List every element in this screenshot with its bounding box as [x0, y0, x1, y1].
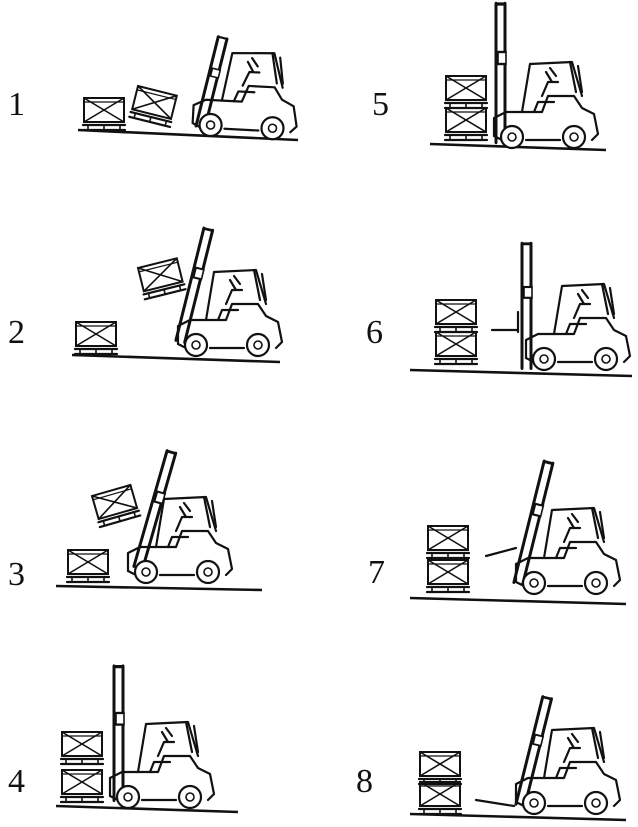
stacked-crate [73, 320, 119, 356]
stacked-crate [417, 780, 463, 816]
forklift [174, 226, 284, 358]
forklift [474, 695, 622, 816]
forklift [490, 244, 632, 372]
forklift [190, 35, 302, 142]
diagram-step-2 [71, 226, 284, 364]
step-number-4: 4 [8, 763, 25, 800]
step-number-2: 2 [8, 314, 25, 351]
step-number-3: 3 [8, 556, 25, 593]
lifted-crate [425, 524, 471, 560]
stacked-crate [59, 768, 105, 804]
step-number-7: 7 [368, 554, 385, 591]
step-number-5: 5 [372, 86, 389, 123]
lifted-crate [443, 74, 489, 110]
diagram-step-3 [55, 449, 263, 592]
lifted-crate [417, 750, 463, 786]
diagram-step-1 [77, 35, 302, 142]
stacked-crate [443, 106, 489, 142]
fork [484, 546, 518, 558]
diagram-step-6 [409, 244, 633, 378]
step-number-1: 1 [8, 86, 25, 123]
stacked-crate [81, 96, 127, 132]
forklift [108, 667, 216, 810]
lifted-crate [128, 84, 179, 129]
stacked-crate [425, 558, 471, 594]
diagram-step-4 [55, 667, 239, 814]
fork [474, 798, 516, 808]
forklift [126, 449, 234, 585]
step-number-8: 8 [356, 763, 373, 800]
stacked-crate [433, 330, 479, 366]
diagram-step-8 [409, 695, 627, 822]
diagram-step-5 [429, 4, 607, 152]
lifted-crate [433, 298, 479, 334]
forklift [492, 4, 600, 150]
lifted-crate [89, 483, 142, 529]
step-number-6: 6 [366, 314, 383, 351]
forklift [484, 459, 622, 596]
diagram-step-7 [409, 459, 627, 606]
lifted-crate [135, 256, 187, 301]
lifted-crate [59, 730, 105, 766]
stacked-crate [65, 548, 111, 584]
